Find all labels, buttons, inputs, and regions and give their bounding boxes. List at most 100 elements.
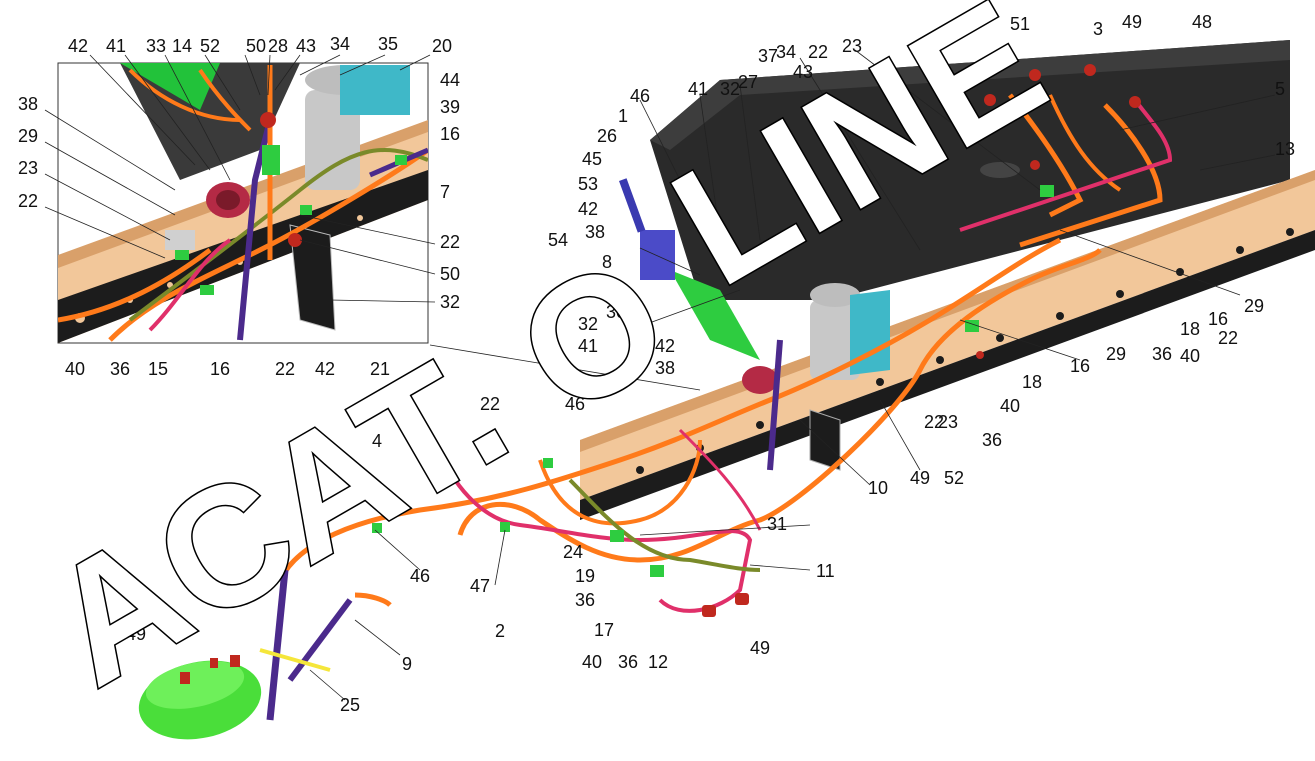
callout-main-tank-right-40: 40 <box>1000 396 1020 416</box>
callout-inset-top-14: 14 <box>172 36 192 56</box>
callout-main-tank-right-29: 29 <box>1106 344 1126 364</box>
callout-lower-36: 36 <box>618 652 638 672</box>
callout-lower-9: 9 <box>402 654 412 674</box>
callout-inset-right-44: 44 <box>440 70 460 90</box>
callout-main-tank-left-32: 32 <box>578 314 598 334</box>
callout-main-tank-left-53: 53 <box>578 174 598 194</box>
callout-lower-40: 40 <box>582 652 602 672</box>
callout-main-tank-top-49: 49 <box>1122 12 1142 32</box>
callout-main-tank-top-27: 27 <box>738 72 758 92</box>
callout-main-tank-left-42: 42 <box>578 199 598 219</box>
callout-inset-right-22: 22 <box>440 232 460 252</box>
callout-inset-bottom-15: 15 <box>148 359 168 379</box>
callout-lower-4: 4 <box>372 431 382 451</box>
callout-main-tank-right-52: 52 <box>944 468 964 488</box>
callout-main-tank-top-43: 43 <box>793 62 813 82</box>
callout-main-tank-top-23: 23 <box>842 36 862 56</box>
callout-main-tank-right-22: 22 <box>1218 328 1238 348</box>
callout-main-tank-left-54: 54 <box>548 230 568 250</box>
callout-main-tank-top-48: 48 <box>1192 12 1212 32</box>
callout-inset-left-38: 38 <box>18 94 38 114</box>
callout-lower-2: 2 <box>495 621 505 641</box>
callout-main-tank-left-8: 8 <box>602 252 612 272</box>
callout-main-tank-right-18: 18 <box>1180 319 1200 339</box>
callout-inset-bottom-40: 40 <box>65 359 85 379</box>
callout-main-tank-left-26: 26 <box>597 126 617 146</box>
callout-lower-49: 49 <box>126 624 146 644</box>
callout-main-tank-right-16: 16 <box>1208 309 1228 329</box>
callout-main-tank-top-51: 51 <box>1010 14 1030 34</box>
callout-lower-31: 31 <box>767 514 787 534</box>
callout-lower-19: 19 <box>575 566 595 586</box>
callout-main-tank-top-5: 5 <box>1275 79 1285 99</box>
callout-inset-top-20: 20 <box>432 36 452 56</box>
callout-main-tank-left-1: 1 <box>618 106 628 126</box>
callout-inset-top-52: 52 <box>200 36 220 56</box>
callout-inset-top-28: 28 <box>268 36 288 56</box>
callout-main-tank-right-29: 29 <box>1244 296 1264 316</box>
callout-main-tank-left-40: 40 <box>602 276 622 296</box>
callout-main-tank-right-49: 49 <box>910 468 930 488</box>
callout-main-tank-left-45: 45 <box>582 149 602 169</box>
callout-main-tank-right-36: 36 <box>982 430 1002 450</box>
callout-inset-right-32: 32 <box>440 292 460 312</box>
callout-lower-46: 46 <box>565 394 585 414</box>
callout-main-tank-left-38: 38 <box>585 222 605 242</box>
callout-main-tank-left-42: 42 <box>655 336 675 356</box>
detail-inset <box>57 62 429 344</box>
callout-inset-top-50: 50 <box>246 36 266 56</box>
callout-lower-17: 17 <box>594 620 614 640</box>
callout-lower-32: 32 <box>296 446 316 466</box>
callout-main-tank-right-18: 18 <box>1022 372 1042 392</box>
callout-main-tank-right-40: 40 <box>1180 346 1200 366</box>
callout-lower-11: 11 <box>816 561 835 581</box>
callout-inset-right-39: 39 <box>440 97 460 117</box>
callout-lower-47: 47 <box>470 576 490 596</box>
callout-main-tank-right-22: 22 <box>924 412 944 432</box>
callout-inset-bottom-42: 42 <box>315 359 335 379</box>
callout-main-tank-top-3: 3 <box>1093 19 1103 39</box>
callout-main-tank-top-22: 22 <box>808 42 828 62</box>
callout-lower-12: 12 <box>648 652 668 672</box>
callout-inset-right-16: 16 <box>440 124 460 144</box>
callout-inset-bottom-16: 16 <box>210 359 230 379</box>
callout-main-tank-right-23: 23 <box>938 412 958 432</box>
callout-lower-36: 36 <box>575 590 595 610</box>
callout-main-tank-top-32: 32 <box>720 79 740 99</box>
callout-inset-top-33: 33 <box>146 36 166 56</box>
callout-main-tank-top-13: 13 <box>1275 139 1295 159</box>
callout-main-tank-top-34: 34 <box>776 42 796 62</box>
callout-inset-right-7: 7 <box>440 182 450 202</box>
callout-main-tank-right-16: 16 <box>1070 356 1090 376</box>
callout-main-tank-left-30: 30 <box>606 302 626 322</box>
callout-main-tank-left-38: 38 <box>655 358 675 378</box>
callout-inset-top-43: 43 <box>296 36 316 56</box>
callout-main-tank-left-41: 41 <box>578 336 598 356</box>
callout-lower-6: 6 <box>412 409 422 429</box>
callout-inset-left-22: 22 <box>18 191 38 211</box>
callout-inset-left-23: 23 <box>18 158 38 178</box>
callout-inset-left-29: 29 <box>18 126 38 146</box>
leader-lines <box>44 49 1276 701</box>
callout-inset-top-41: 41 <box>106 36 126 56</box>
callout-inset-bottom-36: 36 <box>110 359 130 379</box>
callout-main-tank-top-37: 37 <box>758 46 778 66</box>
main-assembly <box>138 40 1315 740</box>
callout-main-tank-right-36: 36 <box>1152 344 1172 364</box>
callout-main-tank-right-10: 10 <box>868 478 888 498</box>
callout-inset-bottom-22: 22 <box>275 359 295 379</box>
callout-inset-top-35: 35 <box>378 34 398 54</box>
callout-lower-25: 25 <box>340 695 360 715</box>
callout-inset-top-42: 42 <box>68 36 88 56</box>
callout-lower-24: 24 <box>563 542 583 562</box>
callout-main-tank-left-46: 46 <box>630 86 650 106</box>
callout-inset-top-34: 34 <box>330 34 350 54</box>
callout-lower-49: 49 <box>750 638 770 658</box>
callout-inset-right-50: 50 <box>440 264 460 284</box>
callout-inset-bottom-21: 21 <box>370 359 390 379</box>
callout-lower-22: 22 <box>480 394 500 414</box>
callout-main-tank-top-41: 41 <box>688 79 708 99</box>
callout-lower-46: 46 <box>410 566 430 586</box>
